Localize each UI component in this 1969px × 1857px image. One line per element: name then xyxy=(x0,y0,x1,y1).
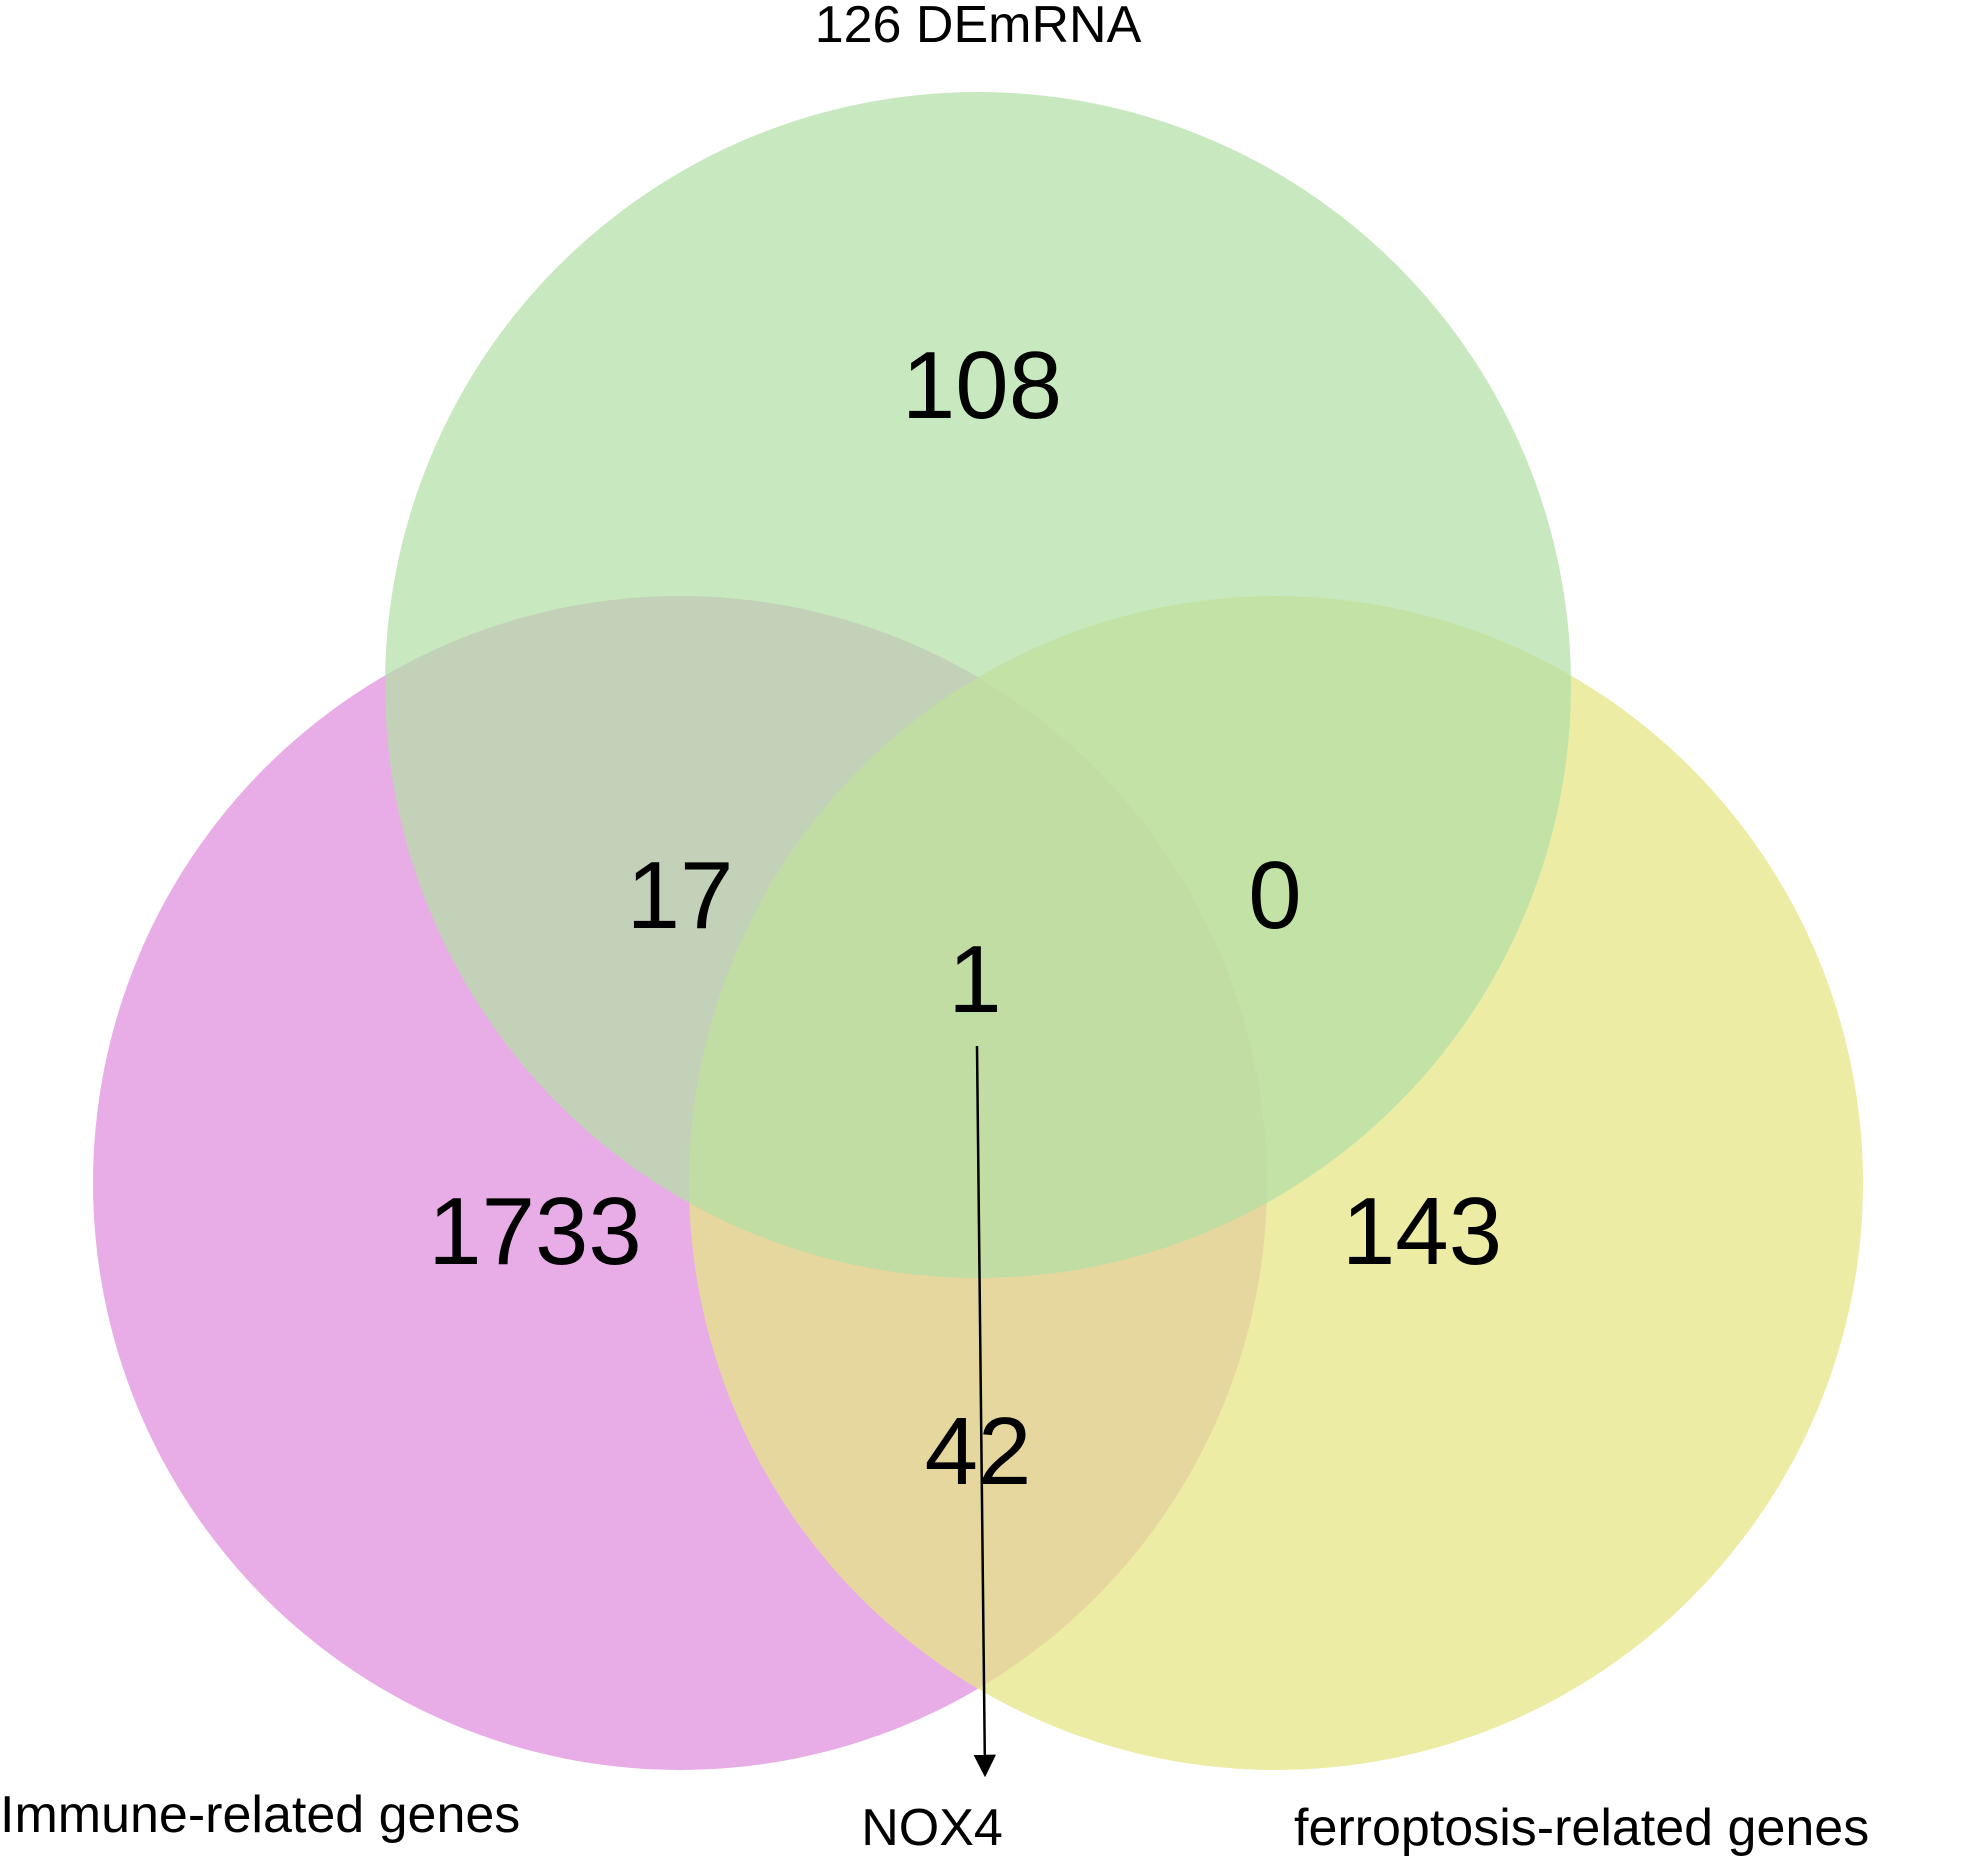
set-label-demrna: 126 DEmRNA xyxy=(815,0,1142,54)
annotation-gene-label: NOX4 xyxy=(861,1799,1003,1857)
circle-group xyxy=(93,92,1863,1770)
count-immune-ferroptosis: 42 xyxy=(925,1398,1032,1505)
set-label-immune: Immune-related genes xyxy=(0,1786,520,1844)
count-ferroptosis-only: 143 xyxy=(1342,1178,1502,1285)
nox4-arrow xyxy=(973,1045,997,1778)
count-demrna-only: 108 xyxy=(902,332,1062,439)
count-immune-only: 1733 xyxy=(428,1178,642,1285)
set-label-ferroptosis: ferroptosis-related genes xyxy=(1294,1799,1869,1857)
count-demrna-ferroptosis: 0 xyxy=(1248,842,1301,949)
count-demrna-immune: 17 xyxy=(627,842,734,949)
circle-demrna xyxy=(385,92,1571,1278)
count-all-three: 1 xyxy=(948,926,1001,1033)
